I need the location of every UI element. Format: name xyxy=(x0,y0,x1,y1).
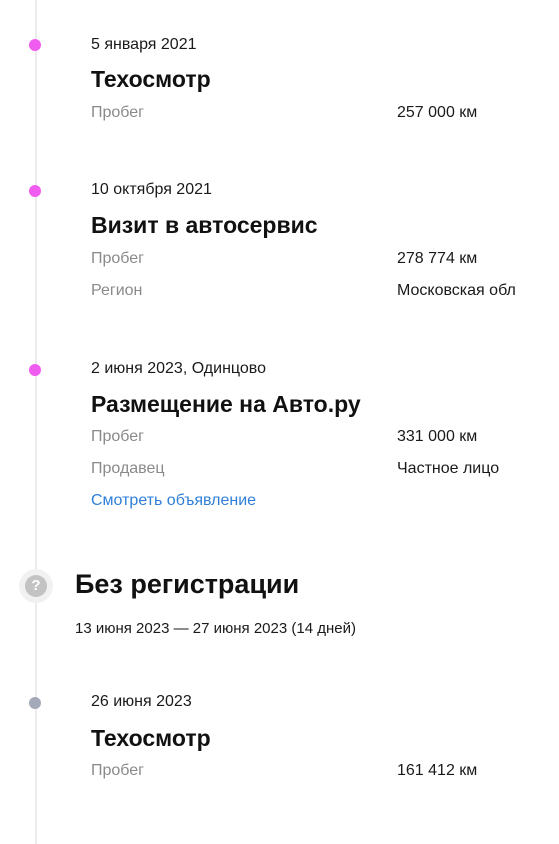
event-dot-icon xyxy=(29,39,41,51)
event-title: Визит в автосервис xyxy=(91,212,318,238)
event-row-value: 161 412 км xyxy=(397,762,478,779)
event-row-value: Частное лицо xyxy=(397,460,500,477)
gap-date-range: 13 июня 2023 — 27 июня 2023 (14 дней) xyxy=(75,620,356,637)
event-title: Размещение на Авто.ру xyxy=(91,391,361,417)
event-dot-icon xyxy=(29,697,41,709)
question-icon-glyph: ? xyxy=(25,575,47,597)
event-date: 5 января 2021 xyxy=(91,36,197,53)
event-dot-icon xyxy=(29,185,41,197)
event-title: Техосмотр xyxy=(91,66,211,92)
event-row-label: Пробег xyxy=(91,428,145,445)
event-date: 26 июня 2023 xyxy=(91,693,192,710)
event-row-label: Пробег xyxy=(91,104,145,121)
event-row-label: Продавец xyxy=(91,460,165,477)
event-row-label: Регион xyxy=(91,282,143,299)
event-row-label: Пробег xyxy=(91,250,145,267)
event-date: 10 октября 2021 xyxy=(91,181,212,198)
event-dot-icon xyxy=(29,364,41,376)
view-listing-link[interactable]: Смотреть объявление xyxy=(91,492,257,509)
event-title: Техосмотр xyxy=(91,725,211,751)
event-row-value: 331 000 км xyxy=(397,428,478,445)
event-row-value: Московская обл xyxy=(397,282,516,299)
gap-title: Без регистрации xyxy=(75,569,300,599)
question-icon: ? xyxy=(19,569,53,603)
timeline-line xyxy=(35,0,37,844)
event-row-value: 278 774 км xyxy=(397,250,478,267)
event-row-value: 257 000 км xyxy=(397,104,478,121)
event-date: 2 июня 2023, Одинцово xyxy=(91,360,267,377)
event-row-label: Пробег xyxy=(91,762,145,779)
